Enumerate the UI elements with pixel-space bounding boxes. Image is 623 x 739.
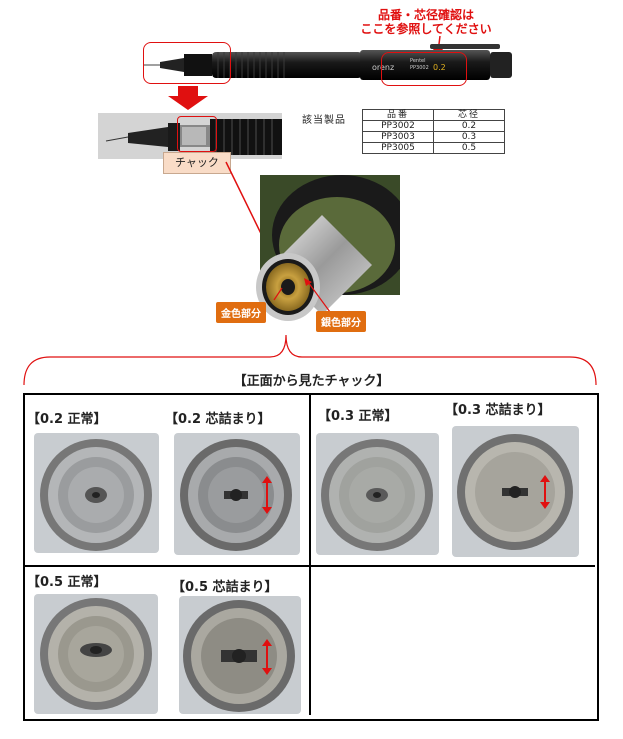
table-row: PP3005 0.5 [362, 142, 505, 154]
photo-05-jammed [179, 596, 301, 714]
down-arrow-icon [168, 86, 208, 110]
product-table-header: 芯径 [433, 109, 505, 121]
reference-note: 品番・芯径確認は ここを参照してください [356, 8, 496, 36]
svg-text:Pentel: Pentel [410, 58, 426, 64]
photo-03-normal [316, 433, 439, 555]
silver-part-callout: 銀色部分 [316, 311, 366, 332]
mechanical-pencil-image: orenz Pentel PP3002 0.2 [144, 44, 512, 80]
gold-part-callout: 金色部分 [216, 302, 266, 323]
panel-title-02-jammed: 【0.2 芯詰まり】 [165, 412, 271, 427]
table-cell: PP3002 [362, 120, 434, 132]
table-cell: PP3003 [362, 131, 434, 143]
photo-02-jammed [174, 433, 300, 555]
panel-title-03-normal: 【0.3 正常】 [318, 409, 398, 424]
product-table-header: 品番 [362, 109, 434, 121]
table-row: PP3002 0.2 [362, 120, 505, 132]
panel-title-03-jammed: 【0.3 芯詰まり】 [445, 403, 551, 418]
photo-02-normal [34, 433, 159, 553]
table-cell: 0.2 [433, 120, 505, 132]
table-cell: 0.3 [433, 131, 505, 143]
table-cell: PP3005 [362, 142, 434, 154]
section-brace [23, 335, 597, 385]
grid-divider-vertical [309, 395, 311, 715]
product-table: 品番 芯径 PP3002 0.2 PP3003 0.3 PP3005 0.5 [362, 109, 505, 154]
zoom-highlight-box [177, 116, 217, 152]
panel-title-05-normal: 【0.5 正常】 [27, 575, 107, 590]
product-table-label: 該当製品 [302, 115, 346, 126]
section-title: 【正面から見たチャック】 [233, 374, 390, 389]
chuck-comparison-grid [23, 393, 599, 721]
svg-text:PP3002: PP3002 [410, 65, 429, 71]
pencil-tip-zoom-image [98, 113, 282, 159]
table-cell: 0.5 [433, 142, 505, 154]
panel-title-05-jammed: 【0.5 芯詰まり】 [172, 580, 278, 595]
chuck-highlight-box [143, 42, 231, 84]
grid-divider-horizontal [25, 565, 595, 567]
photo-03-jammed [452, 426, 579, 557]
panel-title-02-normal: 【0.2 正常】 [27, 412, 107, 427]
svg-text:0.2: 0.2 [433, 63, 446, 72]
chuck-label: チャック [163, 152, 231, 174]
chuck-closeup-image [256, 175, 400, 321]
model-highlight-box [381, 52, 467, 86]
reference-note-line2: ここを参照してください [360, 22, 492, 36]
table-row: PP3003 0.3 [362, 131, 505, 143]
reference-note-line1: 品番・芯径確認は [377, 8, 474, 22]
pencil-brand-text: orenz [372, 63, 394, 72]
callout-arrows [273, 278, 331, 313]
photo-05-normal [34, 594, 158, 714]
